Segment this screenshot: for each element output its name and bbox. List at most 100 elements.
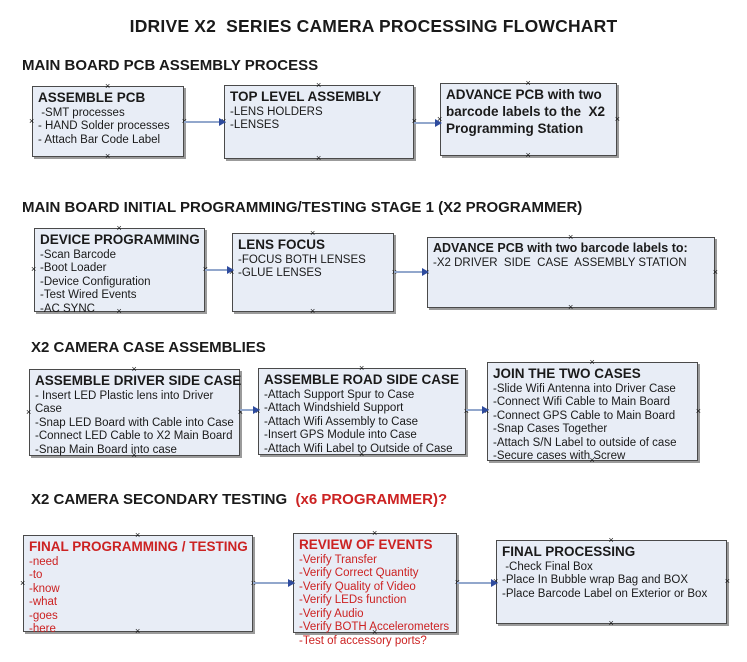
box-item: -Verify Correct Quantity bbox=[299, 567, 419, 580]
flow-arrow bbox=[240, 406, 260, 414]
box-items: -Slide Wifi Antenna into Driver Case-Con… bbox=[493, 383, 692, 464]
box-item: -Scan Barcode bbox=[40, 248, 117, 261]
box-title: ASSEMBLE ROAD SIDE CASE bbox=[264, 372, 460, 387]
box-item: -LENSES bbox=[230, 119, 280, 132]
anchor-x-icon: × bbox=[131, 450, 137, 460]
anchor-x-icon: × bbox=[695, 405, 701, 416]
box-item: -Attach Windshield Support bbox=[264, 402, 404, 415]
box-item: -Place Barcode Label on Exterior or Box bbox=[502, 587, 708, 600]
anchor-x-icon: × bbox=[464, 406, 469, 416]
flow-arrow bbox=[457, 579, 498, 587]
box-item: -Verify Audio bbox=[299, 607, 364, 620]
anchor-x-icon: × bbox=[131, 364, 137, 374]
flow-arrow bbox=[205, 266, 234, 274]
anchor-x-icon: × bbox=[182, 116, 187, 126]
box-item: -GLUE LENSES bbox=[238, 267, 322, 280]
box-item: -Device Configuration bbox=[40, 275, 151, 288]
box-item: -Test Wired Events bbox=[40, 289, 137, 302]
anchor-x-icon: × bbox=[411, 116, 417, 126]
anchor-x-icon: × bbox=[310, 228, 316, 238]
box-items: -LENS HOLDERS-LENSES bbox=[230, 106, 408, 133]
anchor-x-icon: × bbox=[237, 406, 243, 417]
box-item: -Connect Wifi Cable to Main Board bbox=[493, 396, 671, 409]
box-items: -FOCUS BOTH LENSES-GLUE LENSES bbox=[238, 254, 388, 281]
box-item: -Snap Main Board into case bbox=[35, 443, 177, 456]
box-item: - HAND Solder processes bbox=[38, 120, 170, 133]
section-header-initial-programming: MAIN BOARD INITIAL PROGRAMMING/TESTING S… bbox=[22, 199, 583, 216]
box-device-programming: DEVICE PROGRAMMING -Scan Barcode-Boot Lo… bbox=[31, 224, 208, 316]
anchor-x-icon: × bbox=[525, 78, 531, 88]
box-top-level-assembly: TOP LEVEL ASSEMBLY -LENS HOLDERS-LENSES … bbox=[221, 81, 417, 163]
box-item: -know bbox=[29, 582, 60, 595]
box-item: -Test of accessory ports? bbox=[299, 634, 427, 647]
anchor-x-icon: × bbox=[589, 455, 595, 465]
box-items: -X2 DRIVER SIDE CASE ASSEMBLY STATION bbox=[433, 257, 709, 270]
flow-arrow bbox=[184, 118, 226, 126]
box-item: -X2 DRIVER SIDE CASE ASSEMBLY STATION bbox=[433, 256, 687, 269]
box-item: -Insert GPS Module into Case bbox=[264, 429, 417, 442]
box-item: -to bbox=[29, 569, 43, 582]
box-item: -Connect LED Cable to X2 Main Board bbox=[35, 430, 233, 443]
anchor-x-icon: × bbox=[20, 577, 26, 588]
box-advance-pcb-programming-station: ADVANCE PCB with two barcode labels to t… bbox=[437, 79, 620, 160]
anchor-x-icon: × bbox=[359, 449, 365, 459]
box-item: -Place In Bubble wrap Bag and BOX bbox=[502, 574, 689, 587]
anchor-x-icon: × bbox=[372, 528, 378, 538]
section-header-pcb-assembly: MAIN BOARD PCB ASSEMBLY PROCESS bbox=[22, 57, 319, 74]
box-item: -Secure cases with Screw bbox=[493, 450, 626, 463]
box-title: ASSEMBLE DRIVER SIDE CASE bbox=[35, 373, 242, 388]
box-item: -Attach S/N Label to outside of case bbox=[493, 436, 677, 449]
box-item: -Verify LEDs function bbox=[299, 594, 407, 607]
box-item: -SMT processes bbox=[38, 106, 125, 119]
anchor-x-icon: × bbox=[105, 151, 111, 161]
anchor-x-icon: × bbox=[608, 535, 614, 545]
box-items: -Attach Support Spur to Case-Attach Wind… bbox=[264, 389, 460, 456]
anchor-x-icon: × bbox=[614, 113, 620, 124]
box-item: -Slide Wifi Antenna into Driver Case bbox=[493, 382, 676, 395]
box-lens-focus: LENS FOCUS -FOCUS BOTH LENSES-GLUE LENSE… bbox=[229, 229, 397, 316]
anchor-x-icon: × bbox=[116, 223, 122, 233]
anchor-x-icon: × bbox=[568, 302, 574, 312]
section-header-case-assemblies: X2 CAMERA CASE ASSEMBLIES bbox=[31, 339, 266, 356]
flow-arrow bbox=[253, 579, 295, 587]
anchor-x-icon: × bbox=[437, 114, 442, 124]
section-header-secondary-testing: X2 CAMERA SECONDARY TESTING (x6 PROGRAMM… bbox=[31, 491, 447, 508]
box-advance-pcb-driver-side: ADVANCE PCB with two barcode labels to: … bbox=[424, 233, 718, 312]
box-assemble-road-side-case: ASSEMBLE ROAD SIDE CASE -Attach Support … bbox=[255, 364, 469, 459]
anchor-x-icon: × bbox=[372, 627, 378, 637]
box-items: -Verify Transfer-Verify Correct Quantity… bbox=[299, 554, 451, 648]
box-item: -Connect GPS Cable to Main Board bbox=[493, 409, 676, 422]
anchor-x-icon: × bbox=[135, 530, 141, 540]
anchor-x-icon: × bbox=[359, 363, 365, 373]
box-item: -Check Final Box bbox=[502, 560, 593, 573]
box-item: -FOCUS BOTH LENSES bbox=[238, 253, 366, 266]
box-item: -goes bbox=[29, 609, 58, 622]
anchor-x-icon: × bbox=[568, 232, 574, 242]
anchor-x-icon: × bbox=[589, 357, 595, 367]
anchor-x-icon: × bbox=[316, 153, 322, 163]
anchor-x-icon: × bbox=[310, 306, 316, 316]
box-final-programming-testing: FINAL PROGRAMMING / TESTING -need-to-kno… bbox=[20, 531, 256, 636]
flow-arrow bbox=[394, 268, 429, 276]
box-title: TOP LEVEL ASSEMBLY bbox=[230, 89, 382, 104]
anchor-x-icon: × bbox=[316, 80, 322, 90]
anchor-x-icon: × bbox=[608, 618, 614, 628]
box-item: -Snap Cases Together bbox=[493, 423, 608, 436]
box-title: ADVANCE PCB with two barcode labels to t… bbox=[446, 87, 609, 136]
box-item: -Verify Quality of Video bbox=[299, 580, 416, 593]
box-title: REVIEW OF EVENTS bbox=[299, 537, 433, 552]
box-review-of-events: REVIEW OF EVENTS -Verify Transfer-Verify… bbox=[290, 529, 460, 647]
box-title: ADVANCE PCB with two barcode labels to: bbox=[433, 241, 688, 255]
anchor-x-icon: × bbox=[525, 150, 531, 160]
box-item: -Snap LED Board with Cable into Case bbox=[35, 416, 234, 429]
box-item: -AC SYNC bbox=[40, 302, 95, 315]
anchor-x-icon: × bbox=[26, 406, 32, 417]
box-item: -Attach Wifi Assembly to Case bbox=[264, 415, 419, 428]
anchor-x-icon: × bbox=[135, 626, 141, 636]
box-item: -here bbox=[29, 623, 56, 636]
box-join-the-two-cases: JOIN THE TWO CASES -Slide Wifi Antenna i… bbox=[484, 358, 701, 465]
box-title: JOIN THE TWO CASES bbox=[493, 366, 641, 381]
anchor-x-icon: × bbox=[724, 576, 730, 586]
section-header-black-part: X2 CAMERA SECONDARY TESTING bbox=[31, 491, 292, 508]
